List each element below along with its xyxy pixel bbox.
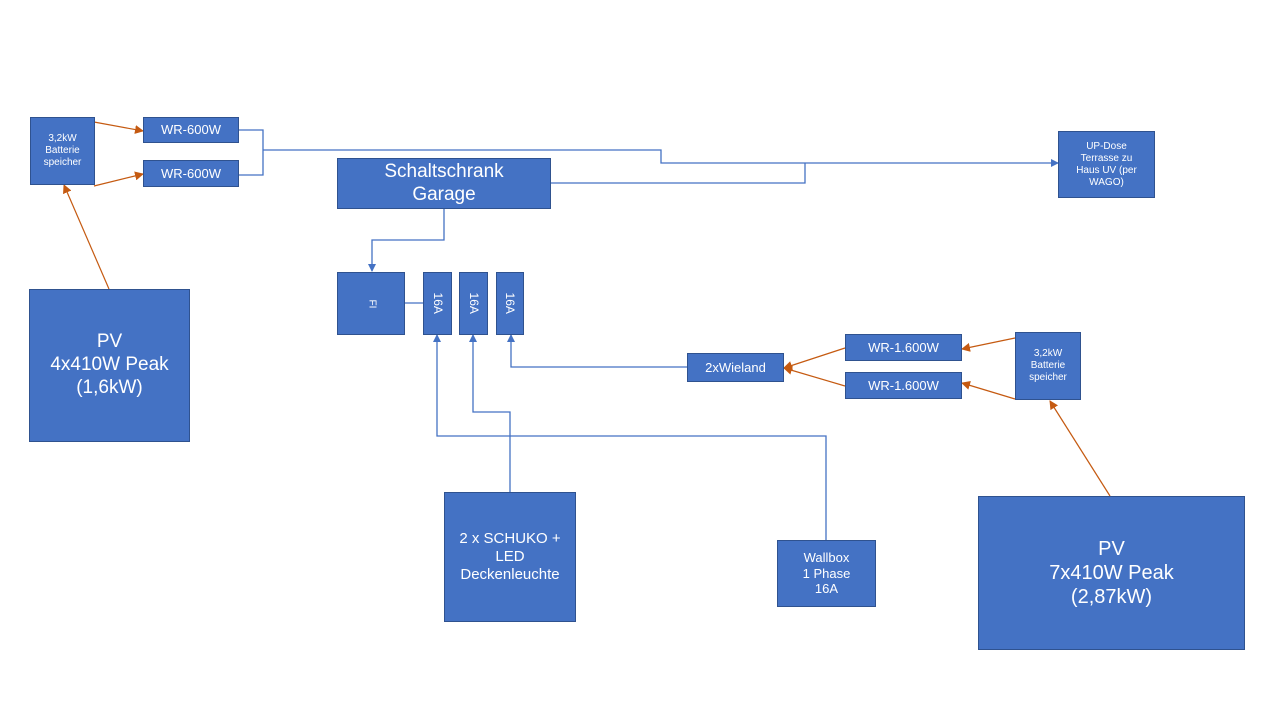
inverter-right-2: WR-1.600W [845, 372, 962, 399]
fi-breaker: FI [337, 272, 405, 335]
arrow-batt-right-to-wr-right-2 [961, 381, 1016, 400]
wire-schuko-to-fuse2 [469, 334, 511, 492]
arrow-pv-right-to-batt-right [1049, 400, 1111, 497]
pv-array-left: PV 4x410W Peak (1,6kW) [29, 289, 190, 442]
arrow-wr-right-2-to-wieland [783, 365, 846, 387]
inverter-right-1: WR-1.600W [845, 334, 962, 361]
schuko-led-load: 2 x SCHUKO + LED Deckenleuchte [444, 492, 576, 622]
wire-schaltschrank-to-updose [550, 163, 806, 184]
wieland-connector: 2xWieland [687, 353, 784, 382]
fuse-16a-1: 16A [423, 272, 452, 335]
fuse-16a-3: 16A [496, 272, 524, 335]
wire-wr-bus [238, 129, 264, 176]
wire-schaltschrank-to-fi [368, 208, 445, 272]
arrow-batt-to-wr-left-1 [93, 121, 144, 134]
wallbox: Wallbox 1 Phase 16A [777, 540, 876, 607]
up-dose-terrasse: UP-Dose Terrasse zu Haus UV (per WAGO) [1058, 131, 1155, 198]
arrow-wr-right-1-to-wieland [783, 347, 846, 370]
battery-right: 3,2kW Batterie speicher [1015, 332, 1081, 400]
arrow-batt-right-to-wr-right-1 [961, 337, 1016, 352]
wire-wallbox-to-fuse1 [433, 334, 827, 540]
inverter-left-1: WR-600W [143, 117, 239, 143]
inverter-left-2: WR-600W [143, 160, 239, 187]
schaltschrank-garage: Schaltschrank Garage [337, 158, 551, 209]
pv-array-right: PV 7x410W Peak (2,87kW) [978, 496, 1245, 650]
fuse-16a-2: 16A [459, 272, 488, 335]
wire-wieland-to-fuse3 [507, 334, 687, 368]
arrow-pv-left-to-batt [63, 184, 110, 290]
arrow-batt-to-wr-left-2 [93, 171, 144, 187]
battery-left: 3,2kW Batterie speicher [30, 117, 95, 185]
wire-bus-to-updose [263, 149, 1059, 167]
